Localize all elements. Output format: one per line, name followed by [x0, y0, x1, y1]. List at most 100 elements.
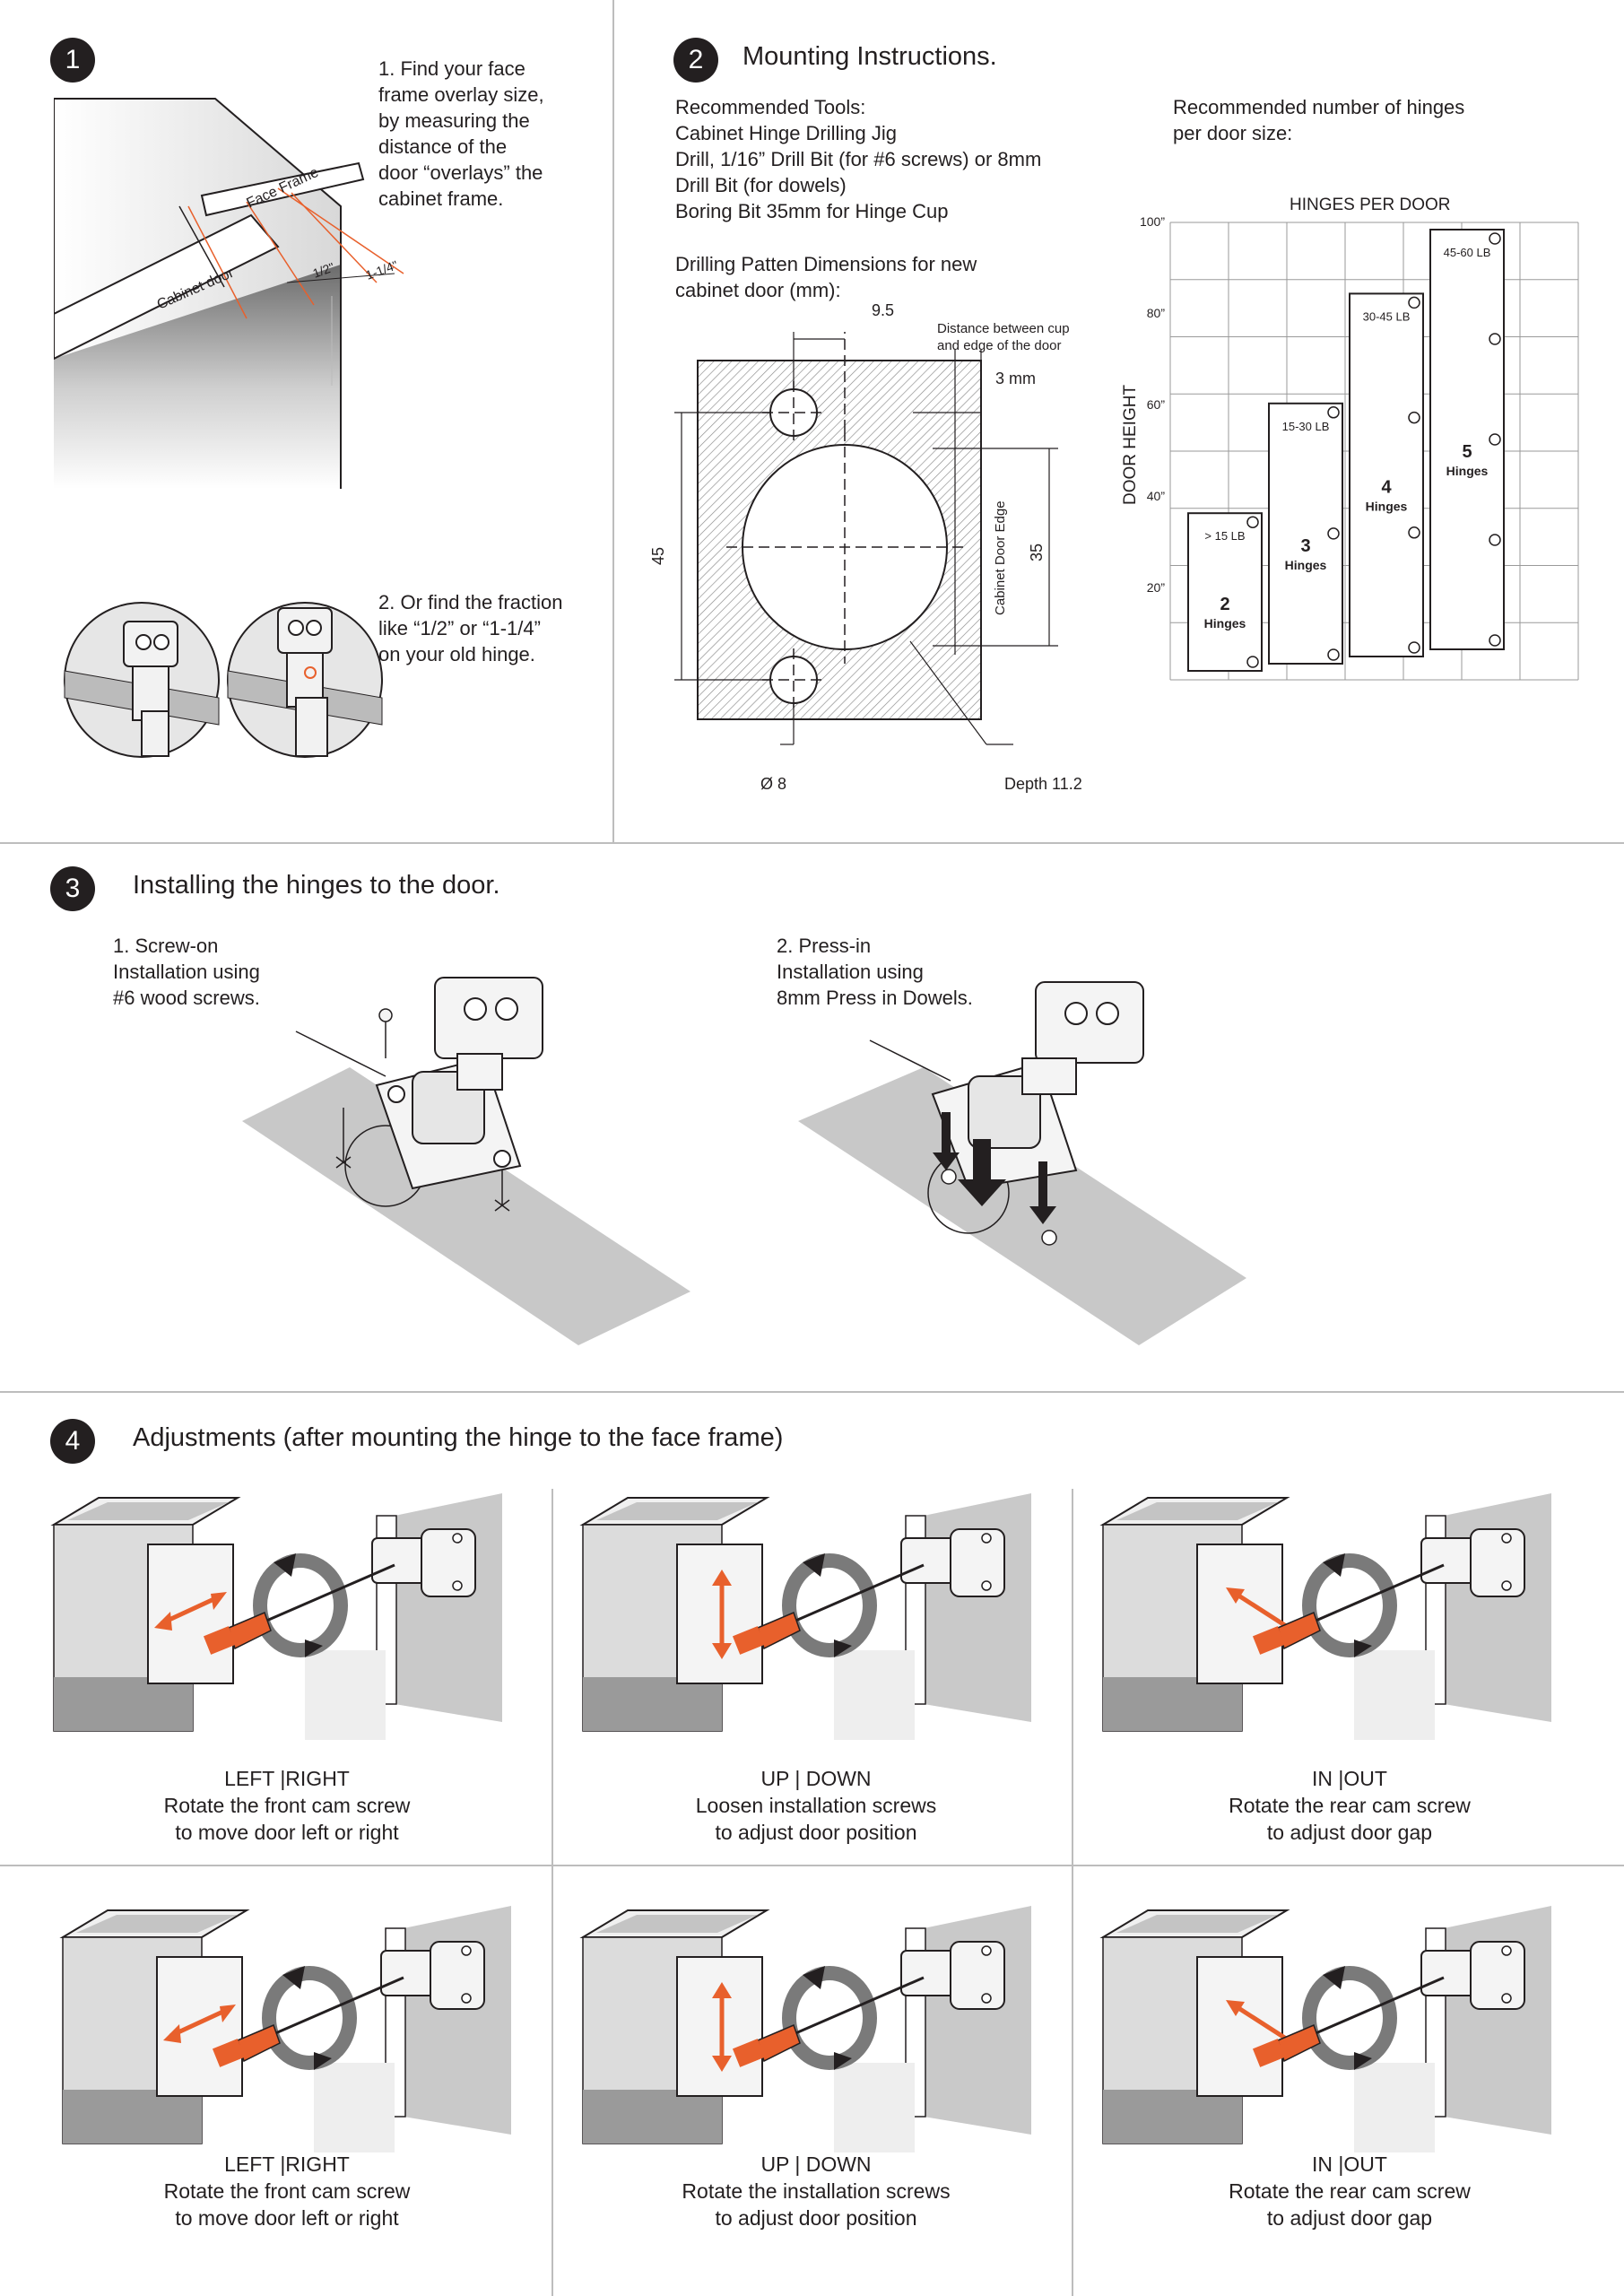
hinge-hole — [1489, 232, 1501, 245]
arrow-head — [211, 1592, 227, 1610]
rotation-arrow-ring — [1302, 1553, 1397, 1657]
y-axis-label: DOOR HEIGHT — [1121, 385, 1140, 505]
screwdriver-shaft — [273, 1976, 404, 2036]
face-frame-panel — [404, 1906, 511, 2135]
adjustment-illustration-2 — [579, 1493, 1031, 1740]
drilling-pattern-title: Drilling Patten Dimensions for new cabin… — [675, 253, 977, 301]
adjust-line1-4: Rotate the front cam screw — [163, 2179, 411, 2203]
screwdriver-grip — [732, 2039, 766, 2067]
dim-9-5: 9.5 — [872, 301, 894, 319]
cabinet-opening — [596, 1915, 758, 1933]
hinge-screw — [461, 1993, 472, 2004]
rotation-arrow-head — [282, 1966, 305, 1989]
cabinet-opening — [76, 1915, 238, 1933]
wall-shadow — [834, 2063, 915, 2152]
arrow-head — [712, 2056, 732, 2072]
adjust-title-2: UP | DOWN — [760, 1767, 872, 1790]
rotation-arrow-head — [803, 1553, 825, 1577]
screwdriver-shaft — [264, 1563, 395, 1623]
adjustment-illustration-3 — [1099, 1493, 1551, 1740]
hinge-hole — [1489, 634, 1501, 647]
rotation-arrow-ring — [1302, 1966, 1397, 2070]
adjust-line2-5: to adjust door position — [715, 2206, 917, 2230]
hinge-hole — [1408, 641, 1420, 654]
hinge-screw — [452, 1580, 463, 1591]
hinge-screw — [1501, 1945, 1512, 1956]
hinge-hole — [1489, 333, 1501, 345]
method-screw-on: 1. Screw-on Installation using #6 wood s… — [113, 935, 260, 1009]
adjust-title-6: IN |OUT — [1312, 2152, 1387, 2176]
step-3-title: Installing the hinges to the door. — [133, 871, 500, 900]
cabinet-opening — [1116, 1915, 1278, 1933]
arrow-head — [220, 2005, 236, 2022]
adjust-caption-2: UP | DOWN Loosen installation screws to … — [565, 1765, 1067, 1846]
y-tick-label: 100” — [1140, 215, 1165, 229]
hinge-hole — [1327, 648, 1340, 661]
divider-vertical-4a — [551, 1489, 553, 2296]
y-tick-label: 60” — [1147, 397, 1166, 412]
hinge-screw — [461, 1945, 472, 1956]
weight-label: > 15 LB — [1204, 529, 1245, 543]
hinge-screw — [452, 1533, 463, 1544]
divider-vertical-4b — [1072, 1489, 1073, 2296]
screwdriver-shaft — [793, 1976, 925, 2036]
adjust-line1-6: Rotate the rear cam screw — [1229, 2179, 1471, 2203]
y-tick-label: 80” — [1147, 306, 1166, 320]
adjust-title-1: LEFT |RIGHT — [224, 1767, 350, 1790]
arrow-head — [712, 1570, 732, 1586]
rotation-arrow-ring — [782, 1966, 877, 2070]
hinge-count: 2 — [1220, 595, 1229, 614]
cabinet-door — [156, 1956, 243, 2097]
step-4-badge: 4 — [50, 1419, 95, 1464]
face-frame-panel — [1444, 1906, 1551, 2135]
wall-shadow — [314, 2063, 395, 2152]
wall-shadow — [1354, 2063, 1435, 2152]
hinge-word: Hinges — [1366, 500, 1408, 514]
hinge-hole — [1408, 526, 1420, 539]
door-bar — [1187, 512, 1263, 673]
rotation-arrow-head — [834, 2052, 852, 2070]
hinge-cup — [1470, 1528, 1525, 1597]
hinge-count: 4 — [1381, 478, 1392, 498]
old-hinge-magnifier-2 — [227, 602, 383, 758]
hinge-plate — [1420, 1537, 1476, 1584]
hinge-word: Hinges — [1204, 616, 1246, 631]
hinge-screw — [981, 1533, 992, 1544]
face-frame-panel — [924, 1493, 1031, 1722]
adjust-line2-6: to adjust door gap — [1266, 2206, 1433, 2230]
arrow-head — [154, 1612, 172, 1631]
y-tick-label: 20” — [1147, 580, 1166, 595]
hinge-hole — [1408, 411, 1420, 424]
adjust-caption-5: UP | DOWN Rotate the installation screws… — [565, 2151, 1067, 2231]
face-frame-panel — [924, 1906, 1031, 2135]
face-frame-panel — [1444, 1493, 1551, 1722]
dim-depth: Depth 11.2 — [1004, 775, 1082, 793]
one-quarter-label: 1-1/4" — [364, 257, 400, 283]
hinge-plate — [380, 1950, 436, 1996]
adjust-line2-1: to move door left or right — [175, 1821, 399, 1844]
adjust-caption-1: LEFT |RIGHT Rotate the front cam screw t… — [36, 1765, 538, 1846]
adjustment-illustration-4 — [59, 1906, 511, 2152]
wall-shadow — [834, 1650, 915, 1740]
dim-45: 45 — [649, 547, 667, 565]
face-frame-panel — [395, 1493, 502, 1722]
divider-horizontal-3 — [0, 1865, 1624, 1866]
arrow-head — [163, 2024, 181, 2043]
hinge-screw — [981, 1945, 992, 1956]
hinge-plate — [900, 1950, 956, 1996]
step-1-instruction-2: 2. Or find the fraction like “1/2” or “1… — [378, 591, 563, 665]
door-move-arrow — [169, 2006, 230, 2039]
arrow-head — [712, 1982, 732, 1998]
adjust-line1-2: Loosen installation screws — [695, 1794, 937, 1817]
adjust-line1-3: Rotate the rear cam screw — [1229, 1794, 1471, 1817]
adjust-line2-4: to move door left or right — [175, 2206, 399, 2230]
hinge-screw — [981, 1580, 992, 1591]
arrow-head — [1226, 2000, 1245, 2016]
rotation-arrow-head — [1354, 2052, 1372, 2070]
y-tick-label: 40” — [1147, 489, 1166, 503]
rotation-arrow-ring — [262, 1966, 357, 2070]
hinge-hole — [1327, 527, 1340, 540]
rotation-arrow-head — [834, 1639, 852, 1657]
step-1-instruction-1: 1. Find your face frame overlay size, by… — [378, 57, 544, 210]
wall-shadow — [305, 1650, 386, 1740]
